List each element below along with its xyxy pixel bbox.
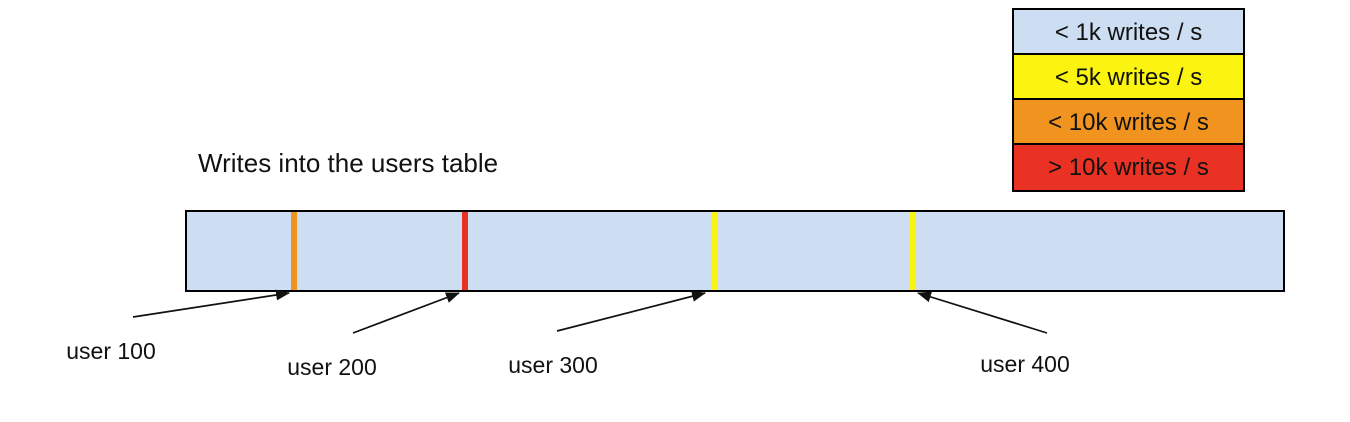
user-400-label: user 400 [980, 351, 1070, 377]
user-300-label: user 300 [508, 352, 598, 378]
arrow-to-user-400 [917, 291, 1048, 334]
write-rate-legend: < 1k writes / s < 5k writes / s < 10k wr… [1012, 8, 1245, 192]
arrow-to-user-100 [132, 289, 290, 318]
hotspot-marker-user-100 [291, 212, 298, 290]
arrow-to-user-200 [352, 292, 460, 334]
hotspot-marker-user-300 [710, 212, 717, 290]
users-table-bar [185, 210, 1285, 292]
user-100-label: user 100 [66, 338, 156, 364]
hotspot-marker-user-200 [462, 212, 469, 290]
legend-item-lt-5k: < 5k writes / s [1014, 55, 1243, 100]
legend-item-lt-10k: < 10k writes / s [1014, 100, 1243, 145]
legend-item-gt-10k: > 10k writes / s [1014, 145, 1243, 190]
user-200-label: user 200 [287, 354, 377, 380]
hotspot-marker-user-400 [910, 212, 917, 290]
legend-item-lt-1k: < 1k writes / s [1014, 10, 1243, 55]
diagram-title: Writes into the users table [198, 148, 499, 178]
arrow-to-user-300 [556, 290, 706, 332]
